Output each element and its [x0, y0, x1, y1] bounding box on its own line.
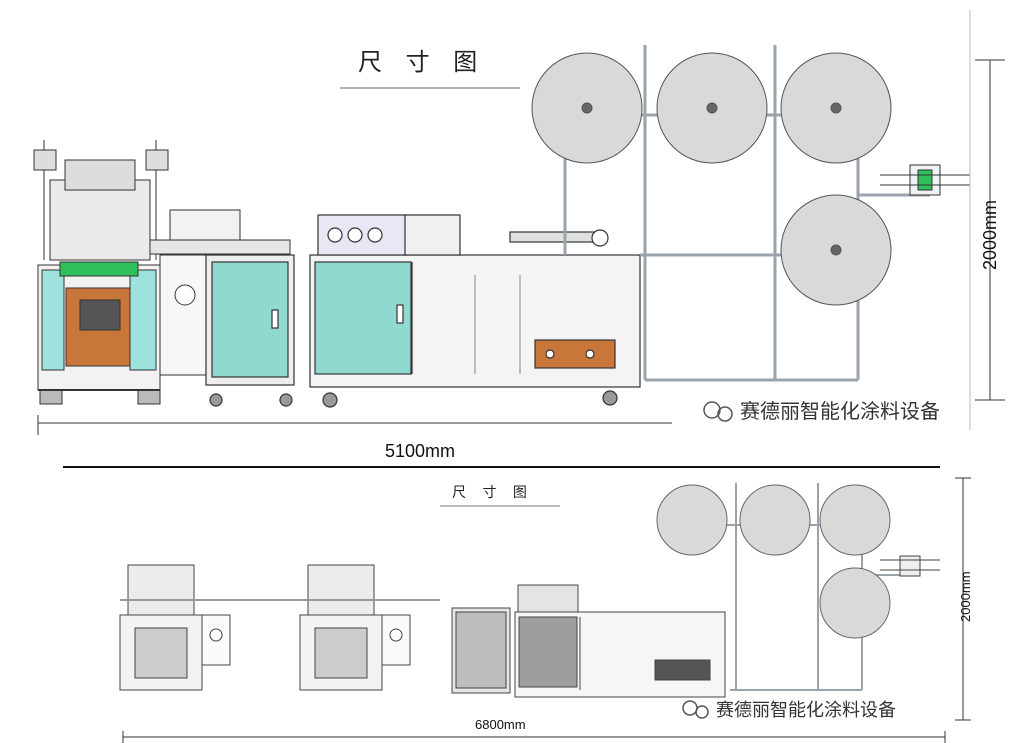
control-cabinet	[205, 254, 295, 407]
roll	[656, 484, 728, 556]
roll	[739, 484, 811, 556]
height-dimension	[955, 477, 971, 721]
length-dimension	[122, 731, 946, 743]
wechat-icon	[682, 700, 698, 716]
roll	[819, 567, 891, 639]
control-cabinet	[451, 607, 511, 694]
ear-loop-feeder	[880, 164, 970, 196]
ear-loop-feeder	[880, 555, 940, 577]
material-rolls	[531, 52, 892, 306]
height-label: 2000mm	[980, 200, 1000, 270]
watermark: 赛德丽智能化涂料设备	[682, 700, 896, 721]
height-label: 2000mm	[958, 571, 973, 622]
length-label: 6800mm	[475, 717, 526, 732]
length-label: 5100mm	[385, 441, 455, 461]
welding-unit-2	[299, 564, 411, 691]
roll	[819, 484, 891, 556]
watermark: 赛德丽智能化涂料设备	[703, 399, 940, 423]
diagram-title: 尺 寸 图	[452, 485, 533, 501]
watermark-text: 赛德丽智能化涂料设备	[740, 399, 940, 423]
height-dimension	[969, 10, 1005, 430]
welding-unit	[33, 140, 169, 405]
main-machine-body	[309, 214, 641, 408]
diagram-title: 尺 寸 图	[358, 48, 485, 76]
watermark-text: 赛德丽智能化涂料设备	[716, 700, 896, 721]
transfer-box	[149, 209, 291, 376]
diagram-bottom: 尺 寸 图	[119, 477, 973, 743]
welding-unit-1	[119, 564, 231, 691]
main-machine-body	[514, 584, 726, 698]
length-dimension	[37, 415, 672, 435]
diagram-top: 尺 寸 图	[33, 10, 1005, 461]
material-rolls	[656, 484, 891, 639]
